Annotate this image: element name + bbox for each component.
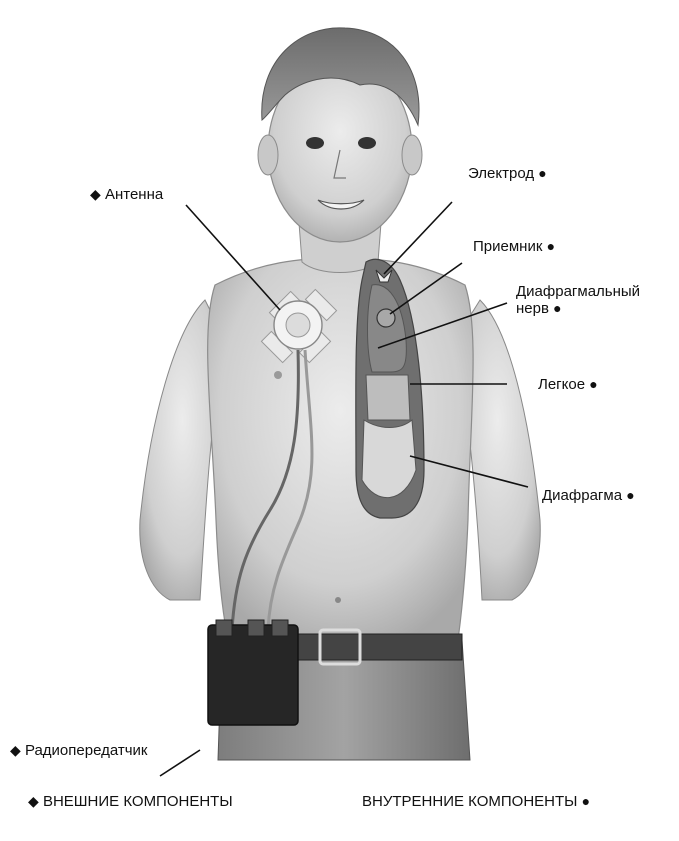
left-nipple (274, 371, 282, 379)
leader-electrode (384, 202, 452, 274)
label-receiver: Приемник ● (473, 238, 555, 255)
transmitter-device (208, 620, 298, 725)
label-transmitter-text: Радиопередатчик (25, 742, 148, 759)
right-ear (402, 135, 422, 175)
right-eye (358, 137, 376, 149)
internal-symbol: ● (626, 487, 634, 504)
navel (335, 597, 341, 603)
torso (208, 258, 473, 640)
label-diaphragm: Диафрагма ● (542, 487, 635, 504)
external-symbol: ◆ (28, 793, 39, 810)
left-eye (306, 137, 324, 149)
left-ear (258, 135, 278, 175)
legend-external: ◆ ВНЕШНИЕ КОМПОНЕНТЫ (28, 793, 233, 810)
legend-external-text: ВНЕШНИЕ КОМПОНЕНТЫ (43, 793, 233, 810)
diaphragm-shape (362, 420, 416, 498)
label-diaphragm-text: Диафрагма (542, 487, 622, 504)
label-lung: Легкое ● (538, 376, 598, 393)
external-symbol: ◆ (10, 742, 21, 759)
label-phrenic-nerve-line1: Диафрагмальный (516, 283, 640, 300)
label-electrode-text: Электрод (468, 165, 534, 182)
internal-symbol: ● (553, 300, 561, 317)
legend-internal-text: ВНУТРЕННИЕ КОМПОНЕНТЫ (362, 793, 577, 810)
label-lung-text: Легкое (538, 376, 585, 393)
internal-symbol: ● (589, 376, 597, 393)
lung-lower (366, 375, 410, 420)
internal-symbol: ● (582, 793, 590, 809)
internal-symbol: ● (538, 165, 546, 182)
label-antenna-text: Антенна (105, 186, 163, 203)
legend-internal: ВНУТРЕННИЕ КОМПОНЕНТЫ ● (362, 793, 590, 810)
label-antenna: ◆ Антенна (90, 186, 163, 203)
label-phrenic-nerve: Диафрагмальный нерв ● (516, 283, 640, 317)
label-transmitter: ◆ Радиопередатчик (10, 742, 148, 759)
label-phrenic-nerve-line2-wrap: нерв ● (516, 300, 640, 317)
label-phrenic-nerve-line2: нерв (516, 300, 549, 317)
external-symbol: ◆ (90, 186, 101, 203)
leader-transmitter (160, 750, 200, 776)
label-receiver-text: Приемник (473, 238, 542, 255)
internal-symbol: ● (547, 238, 555, 255)
label-electrode: Электрод ● (468, 165, 547, 182)
